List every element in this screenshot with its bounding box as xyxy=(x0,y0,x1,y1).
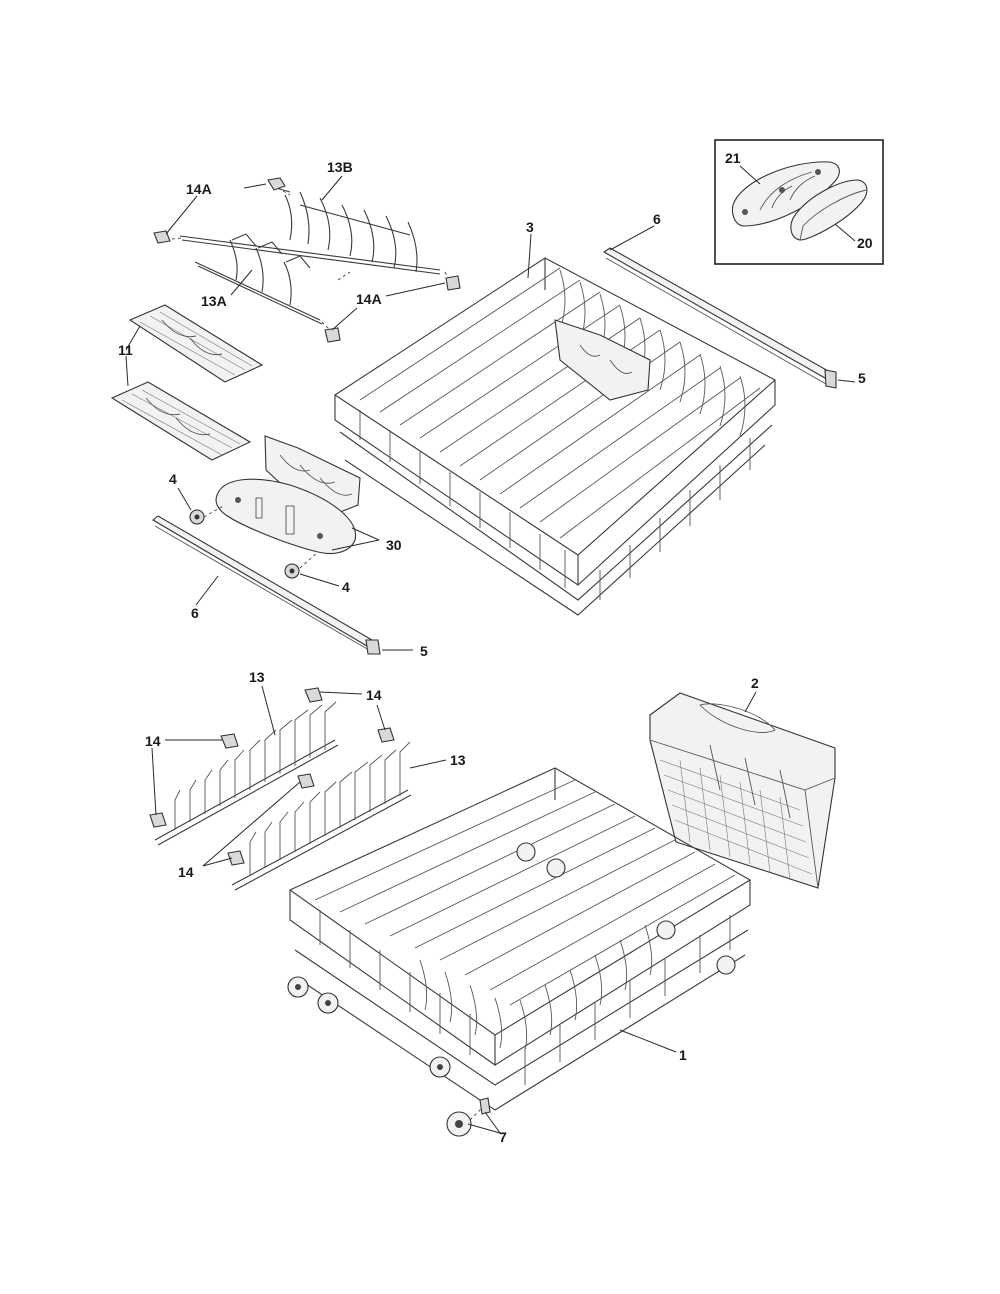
label-11: 11 xyxy=(118,342,133,358)
label-4-bot: 4 xyxy=(342,579,350,595)
wheel-assembly-drawing xyxy=(446,1097,491,1137)
tine-clips-drawing xyxy=(149,687,395,866)
label-1: 1 xyxy=(679,1047,687,1063)
label-3: 3 xyxy=(526,219,534,235)
tine-row-13b-drawing xyxy=(159,187,453,286)
adjuster-housing-drawing xyxy=(731,161,840,227)
label-6-bot: 6 xyxy=(191,605,199,621)
label-4-top: 4 xyxy=(169,471,177,487)
rollers-drawing xyxy=(189,504,319,579)
rail-bottom-drawing xyxy=(152,515,381,655)
tine-row-13-right-drawing xyxy=(231,741,412,891)
label-14-left: 14 xyxy=(145,733,161,749)
label-2: 2 xyxy=(751,675,759,691)
clip-14a-top-drawing xyxy=(153,177,286,244)
label-30: 30 xyxy=(386,537,402,553)
label-14-top: 14 xyxy=(366,687,382,703)
tine-row-13a-drawing xyxy=(194,233,351,333)
inset-box xyxy=(714,139,884,265)
adjuster-cover-drawing xyxy=(790,179,868,241)
label-14-bot: 14 xyxy=(178,864,194,880)
label-20: 20 xyxy=(857,235,873,251)
label-6-top: 6 xyxy=(653,211,661,227)
lower-rack-drawing xyxy=(287,767,752,1111)
upper-rack-drawing xyxy=(333,257,776,616)
label-14a-mid: 14A xyxy=(356,291,382,307)
label-13a: 13A xyxy=(201,293,227,309)
label-13-right: 13 xyxy=(450,752,466,768)
label-14a-top: 14A xyxy=(186,181,212,197)
rail-top-drawing xyxy=(602,247,837,389)
tine-row-13-top-drawing xyxy=(154,701,339,846)
part-labels: 14A 13B 13A 14A 11 3 6 5 21 20 4 30 4 6 … xyxy=(118,150,873,1145)
label-5-bot: 5 xyxy=(420,643,428,659)
leader-lines xyxy=(125,165,856,1134)
inset-frame xyxy=(714,139,884,265)
silverware-basket-drawing xyxy=(649,692,836,889)
label-21: 21 xyxy=(725,150,741,166)
label-5-top: 5 xyxy=(858,370,866,386)
label-13-top: 13 xyxy=(249,669,265,685)
clip-14a-mid-drawing xyxy=(324,275,461,343)
label-13b: 13B xyxy=(327,159,353,175)
cup-shelves-drawing xyxy=(110,304,264,461)
adjuster-assembly-drawing xyxy=(215,435,361,555)
label-7: 7 xyxy=(499,1129,507,1145)
